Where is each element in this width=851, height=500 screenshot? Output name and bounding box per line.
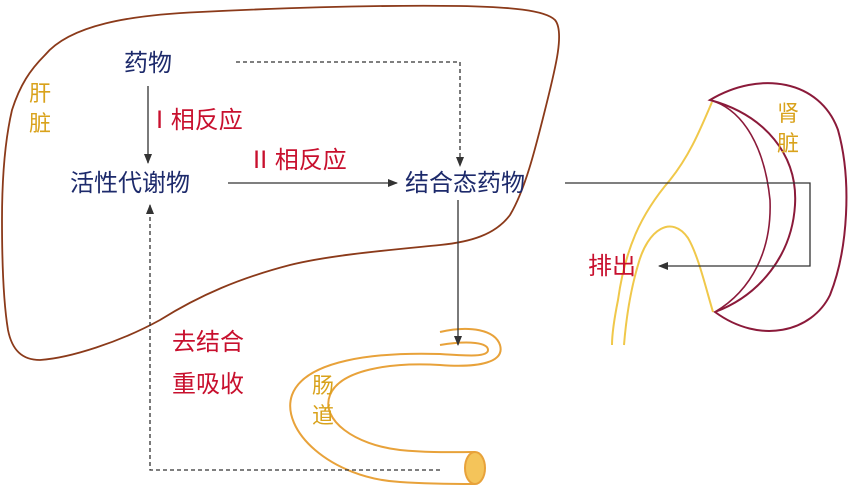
kidney: [611, 82, 848, 346]
intestine-inner: [289, 341, 490, 485]
liver-outline: [1, 4, 561, 361]
conjugated-drug-label: 结合态药物: [405, 169, 525, 197]
reabsorption-label: 重吸收: [172, 370, 244, 398]
intestine-label: 肠道: [311, 374, 334, 429]
kidney-outline: [707, 82, 848, 332]
intestine-outer: [327, 327, 502, 454]
intestine-opening: [464, 451, 486, 485]
kidney-inner-outline: [709, 99, 771, 313]
direct-conjugation-arrow: [236, 61, 464, 167]
excretion-label: 排出: [588, 252, 636, 280]
active-metabolite-label: 活性代谢物: [70, 169, 190, 197]
reabsorption-arrow: [146, 204, 440, 471]
deconjugation-label: 去结合: [172, 328, 244, 356]
phase1-label: I 相反应: [156, 106, 243, 134]
intestine: [289, 327, 502, 485]
drug-label: 药物: [124, 49, 172, 77]
ureter-inner: [623, 225, 714, 346]
renal-excretion-arrow: [565, 182, 811, 270]
liver-label: 肝脏: [28, 82, 51, 137]
phase2-label: II 相反应: [253, 146, 347, 174]
ureter-outer: [611, 101, 713, 346]
kidney-label: 肾脏: [776, 102, 799, 157]
